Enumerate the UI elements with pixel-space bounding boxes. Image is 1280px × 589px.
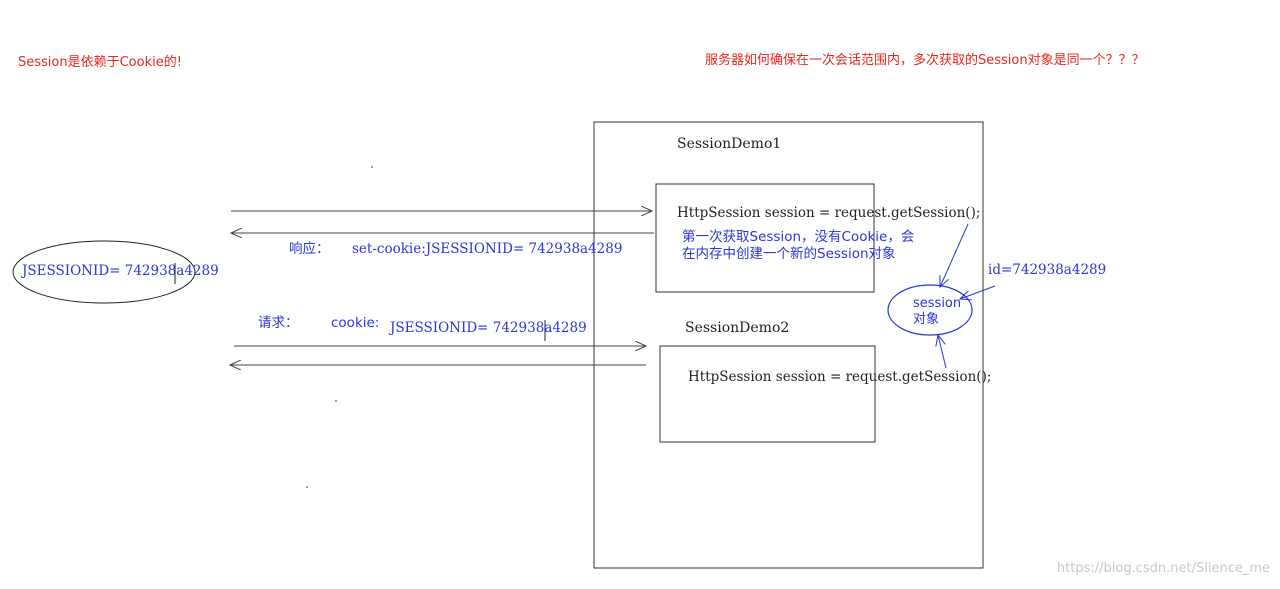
- first-get-note-line2: 在内存中创建一个新的Session对象: [682, 246, 896, 262]
- request-cookie-label: cookie:: [331, 315, 379, 331]
- note-same-session-question: 服务器如何确保在一次会话范围内，多次获取的Session对象是同一个？？？: [705, 52, 1145, 68]
- stray-dot: [335, 400, 337, 402]
- sessiondemo2-code: HttpSession session = request.getSession…: [688, 369, 991, 385]
- session-id-label: id=742938a4289: [988, 262, 1106, 278]
- sessiondemo1-box: [655, 183, 875, 293]
- sessiondemo2-title: SessionDemo2: [685, 320, 789, 336]
- sessiondemo2-box: [659, 345, 876, 443]
- request-label: 请求：: [258, 315, 299, 331]
- request-cookie-value: JSESSIONID= 742938a4289: [388, 320, 587, 336]
- create-session-arrow: [940, 223, 969, 287]
- id-pointer-arrow: [960, 285, 996, 299]
- sessiondemo1-code: HttpSession session = request.getSession…: [677, 205, 980, 221]
- server-box: [593, 121, 984, 569]
- note-session-depends-on-cookie: Session是依赖于Cookie的!: [18, 54, 182, 70]
- reuse-session-arrow: [938, 335, 947, 369]
- response-set-cookie: set-cookie:JSESSIONID= 742938a4289: [352, 241, 622, 257]
- session-object-ellipse: [887, 284, 973, 336]
- stray-dot: [371, 166, 373, 168]
- session-object-line1: session: [913, 296, 961, 311]
- session-object-line2: 对象: [913, 312, 939, 327]
- sessiondemo1-title: SessionDemo1: [677, 136, 781, 152]
- browser-cookie-label: JSESSIONID= 742938a4289: [20, 263, 219, 279]
- first-get-note-line1: 第一次获取Session，没有Cookie，会: [682, 228, 914, 245]
- watermark: https://blog.csdn.net/Slience_me: [1057, 561, 1270, 576]
- stray-dot: [306, 486, 308, 488]
- response-label: 响应：: [289, 240, 330, 257]
- browser-cookie-ellipse: [12, 240, 196, 304]
